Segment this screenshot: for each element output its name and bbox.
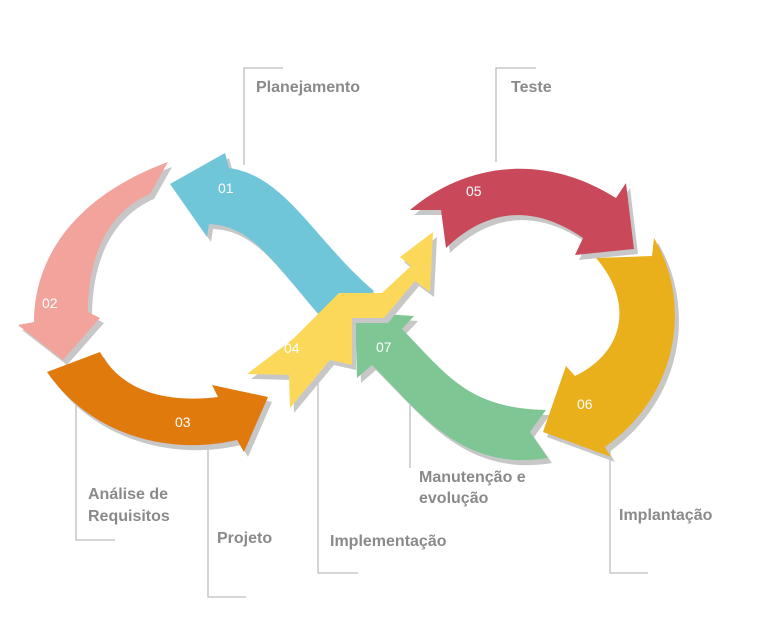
step-07-arrow	[355, 312, 548, 461]
step-07-label-line-2: evolução	[419, 490, 489, 507]
step-05-label: Teste	[511, 79, 552, 96]
leader-line-02	[75, 390, 115, 541]
step-01-label: Planejamento	[256, 79, 360, 96]
step-02-number: 02	[42, 295, 58, 311]
leader-line-01	[243, 67, 283, 165]
leader-line-06	[609, 440, 648, 574]
step-03-label: Projeto	[217, 530, 272, 547]
leader-line-05	[495, 67, 536, 162]
step-03-arrow	[47, 352, 268, 452]
step-02-label-line-2: Requisitos	[88, 508, 170, 525]
step-06-arrow	[543, 238, 675, 457]
step-06-number: 06	[577, 396, 593, 412]
step-04-label: Implementação	[330, 533, 447, 550]
leader-line-04	[317, 368, 358, 574]
step-06-label: Implantação	[619, 507, 713, 524]
step-03-number: 03	[175, 414, 191, 430]
leader-line-03	[207, 445, 246, 598]
step-04-arrow	[247, 232, 433, 408]
step-04-number: 04	[284, 340, 300, 356]
step-07-label-line-1: Manutenção e	[419, 469, 526, 486]
step-02-label-line-1: Análise de	[88, 486, 168, 503]
step-01-number: 01	[218, 180, 234, 196]
step-05-number: 05	[466, 183, 482, 199]
step-07-number: 07	[376, 339, 392, 355]
step-02-arrow	[18, 162, 168, 360]
step-01-arrow	[170, 153, 374, 331]
step-05-arrow	[410, 168, 634, 255]
